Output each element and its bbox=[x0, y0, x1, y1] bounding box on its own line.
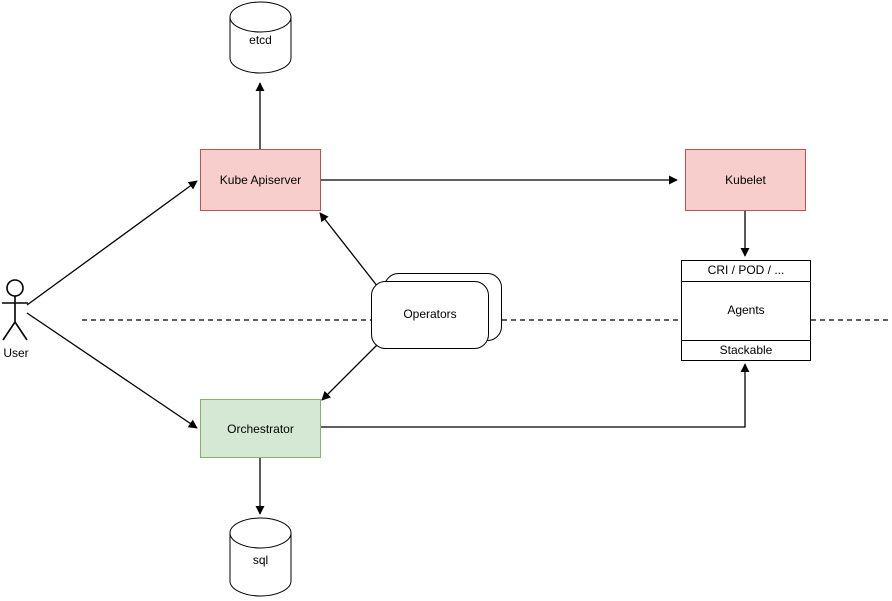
connectors bbox=[26, 82, 750, 515]
node-operators-label: Operators bbox=[403, 307, 456, 321]
edge-operators-to-apiserver bbox=[319, 212, 379, 288]
edge-orchestrator-to-stackable bbox=[321, 363, 750, 428]
node-agents-header-label: CRI / POD / ... bbox=[708, 263, 785, 277]
edge-user-to-orchestrator bbox=[26, 312, 198, 429]
node-sql-label: sql bbox=[253, 553, 268, 567]
edge-user-to-apiserver bbox=[26, 180, 198, 306]
node-kubelet-label: Kubelet bbox=[725, 173, 766, 187]
node-kubelet[interactable]: Kubelet bbox=[685, 149, 806, 211]
node-operators[interactable]: Operators bbox=[371, 273, 502, 349]
node-user-label: User bbox=[3, 346, 28, 360]
node-orchestrator[interactable]: Orchestrator bbox=[200, 399, 321, 458]
node-etcd[interactable]: etcd bbox=[229, 1, 292, 74]
node-kube-apiserver[interactable]: Kube Apiserver bbox=[200, 149, 321, 211]
node-etcd-label: etcd bbox=[249, 33, 272, 47]
node-user-actor[interactable]: User bbox=[2, 279, 29, 360]
node-agents[interactable]: CRI / POD / ... Agents Stackable bbox=[681, 260, 811, 361]
node-agents-footer-label: Stackable bbox=[720, 343, 773, 357]
node-sql[interactable]: sql bbox=[229, 517, 292, 597]
edge-operators-to-orchestrator bbox=[321, 343, 379, 401]
node-kube-apiserver-label: Kube Apiserver bbox=[220, 173, 301, 187]
node-orchestrator-label: Orchestrator bbox=[227, 422, 294, 436]
node-agents-body-label: Agents bbox=[727, 303, 764, 317]
